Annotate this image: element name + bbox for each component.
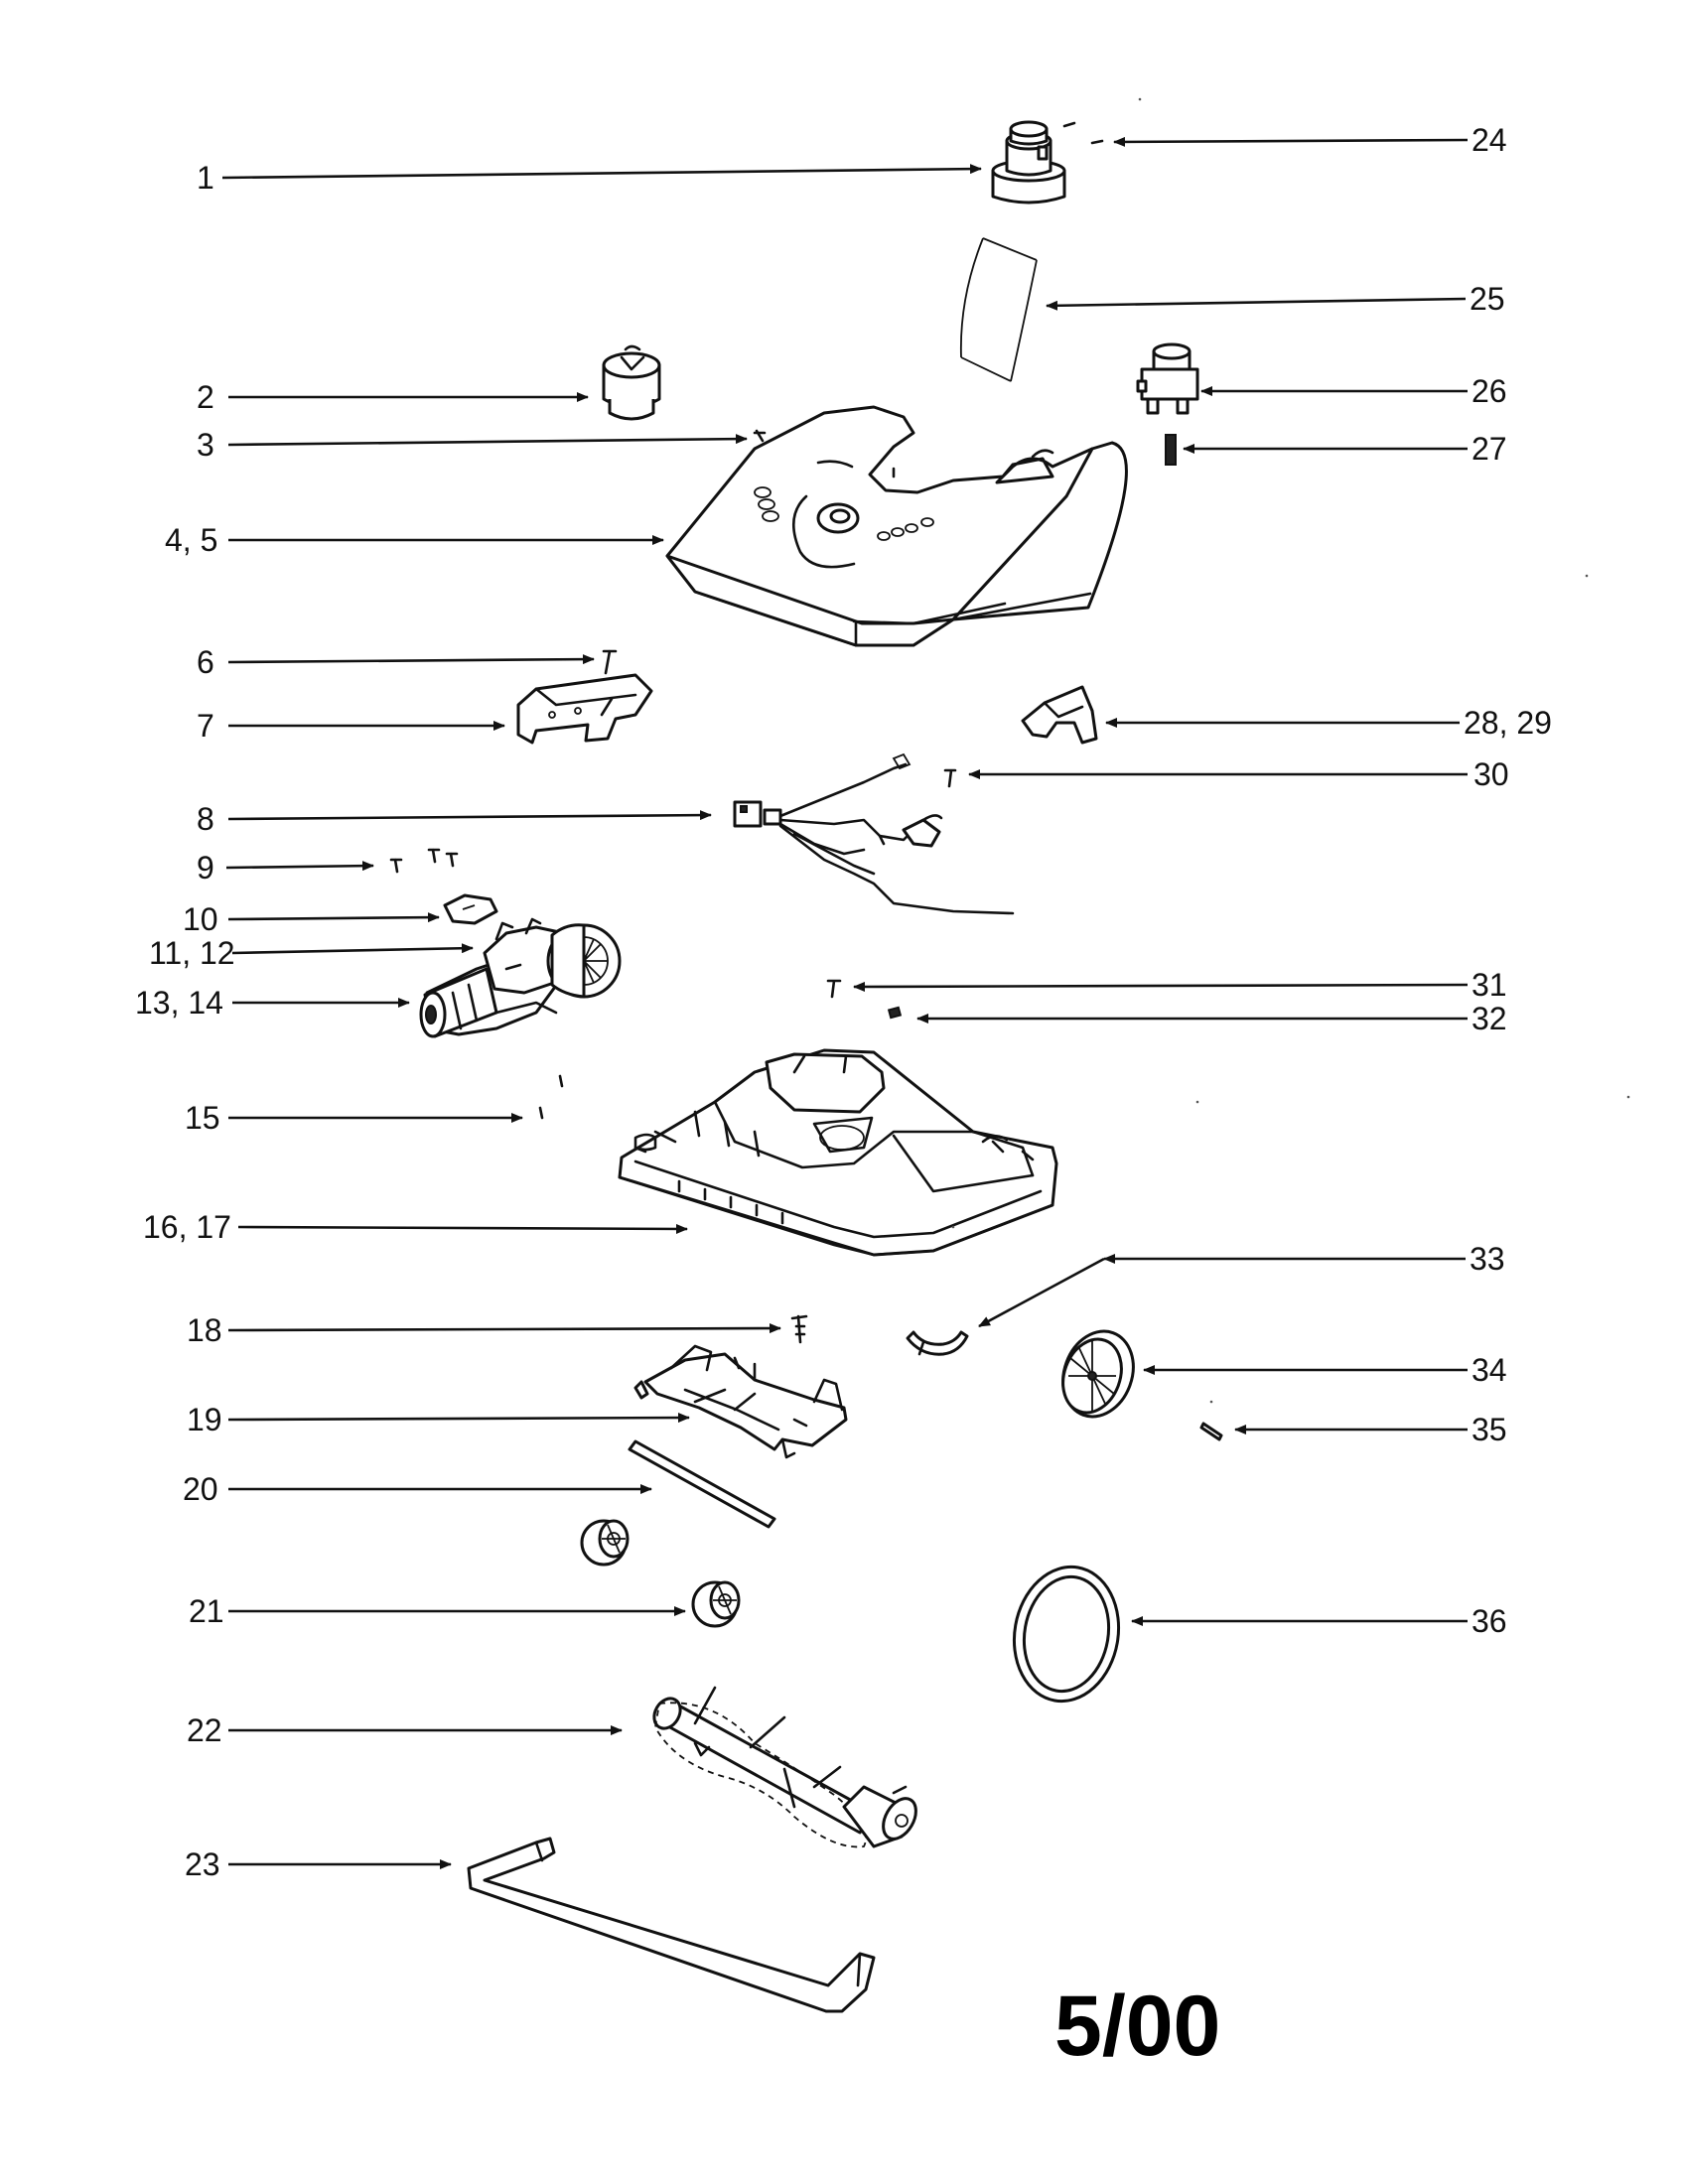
callout-label-25: 25 <box>1470 281 1505 317</box>
part-1-hose-cuff-drawing <box>991 120 1066 205</box>
part-18-screw-drawing <box>790 1314 808 1344</box>
callout-label-13-14: 13, 14 <box>135 985 223 1021</box>
part-16-17-base-drawing <box>618 1048 1058 1257</box>
part-9-screws-drawing <box>389 848 459 874</box>
callout-label-24: 24 <box>1472 122 1507 158</box>
part-33-clip-drawing <box>906 1330 969 1356</box>
callout-labels: 1 2 3 4, 5 6 7 8 9 10 11, 12 13, 14 15 1… <box>135 122 1552 1882</box>
part-30-screw-drawing <box>943 768 957 788</box>
part-25-hose-drawing <box>959 237 1038 382</box>
callout-label-1: 1 <box>197 160 214 196</box>
part-7-bracket-drawing <box>516 673 653 745</box>
part-35-axle-pin-drawing <box>1199 1422 1223 1441</box>
part-10-gasket-drawing <box>443 893 498 925</box>
callout-label-16-17: 16, 17 <box>143 1209 231 1245</box>
callout-label-21: 21 <box>189 1593 224 1629</box>
callout-label-34: 34 <box>1472 1352 1507 1388</box>
callout-label-31: 31 <box>1472 967 1507 1003</box>
scan-specks <box>951 97 1630 1404</box>
callout-label-36: 36 <box>1472 1603 1507 1639</box>
callout-label-28-29: 28, 29 <box>1464 705 1552 741</box>
callout-label-22: 22 <box>187 1712 222 1748</box>
revision-date: 5/00 <box>1054 1979 1220 2074</box>
part-34-wheel-drawing <box>1061 1329 1135 1419</box>
part-32-nut-drawing <box>887 1006 903 1020</box>
part-3-screw-drawing <box>753 429 767 443</box>
callout-label-20: 20 <box>183 1471 218 1507</box>
part-8-wiring-harness-drawing <box>733 752 1015 915</box>
callout-label-2: 2 <box>197 379 214 415</box>
callout-label-10: 10 <box>183 901 218 937</box>
part-4-5-hood-drawing <box>665 405 1128 647</box>
part-26-switch-drawing <box>1136 342 1199 415</box>
callout-label-19: 19 <box>187 1402 222 1437</box>
callout-label-32: 32 <box>1472 1001 1507 1036</box>
callout-leaders <box>221 136 1469 1869</box>
part-21-end-cap-drawing <box>580 1519 741 1628</box>
callout-label-3: 3 <box>197 427 214 463</box>
callout-label-27: 27 <box>1472 431 1507 467</box>
part-31-screw-drawing <box>826 979 842 999</box>
callout-label-7: 7 <box>197 708 214 744</box>
part-11-14-motor-assembly-drawing <box>419 917 622 1038</box>
callout-label-35: 35 <box>1472 1412 1507 1447</box>
callout-label-8: 8 <box>197 801 214 837</box>
callout-label-4-5: 4, 5 <box>165 522 217 558</box>
part-15-screws-drawing <box>538 1074 564 1120</box>
part-19-bottom-plate-drawing <box>633 1344 848 1459</box>
callout-label-6: 6 <box>197 644 214 680</box>
part-22-brushroll-drawing <box>652 1686 917 1848</box>
part-27-spring-drawing <box>1165 434 1177 466</box>
part-6-screw-drawing <box>602 649 618 675</box>
callout-label-9: 9 <box>197 850 214 886</box>
part-20-rod-drawing <box>628 1439 776 1529</box>
part-28-29-cord-clip-drawing <box>1021 685 1098 745</box>
part-24-pins-drawing <box>1062 121 1104 145</box>
part-36-belt-drawing <box>1012 1565 1121 1704</box>
callout-label-23: 23 <box>185 1846 220 1882</box>
part-2-filter-cap-drawing <box>602 344 661 421</box>
part-23-bumper-drawing <box>467 1837 876 2013</box>
callout-label-18: 18 <box>187 1312 222 1348</box>
callout-label-33: 33 <box>1470 1241 1505 1277</box>
callout-label-15: 15 <box>185 1100 220 1136</box>
callout-label-26: 26 <box>1472 373 1507 409</box>
callout-label-30: 30 <box>1474 756 1509 792</box>
callout-label-11-12: 11, 12 <box>149 935 235 971</box>
